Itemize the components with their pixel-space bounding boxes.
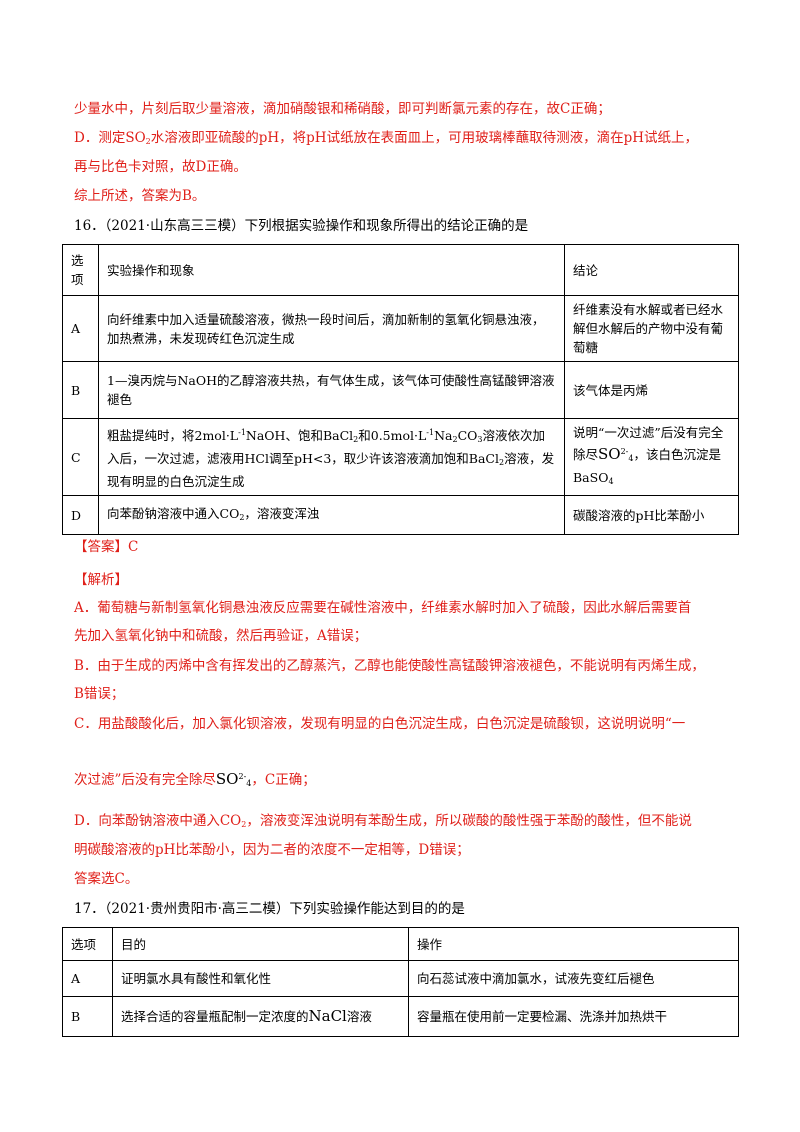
header-cell: 选项 bbox=[62, 244, 99, 296]
option-cell: C bbox=[62, 418, 99, 496]
table-row: B 选择合适的容量瓶配制一定浓度的NaCl溶液 容量瓶在使用前一定要检漏、洗涤并… bbox=[62, 996, 739, 1037]
text-line: A．葡萄糖与新制氢氧化铜悬浊液反应需要在碱性溶液中，纤维素水解时加入了硫酸，因此… bbox=[74, 600, 692, 616]
header-cell: 结论 bbox=[564, 244, 739, 296]
operation-cell: 粗盐提纯时，将2mol·L-1NaOH、饱和BaCl2和0.5mol·L-1Na… bbox=[98, 418, 565, 496]
text-line: D．向苯酚钠溶液中通入CO2，溶液变浑浊说明有苯酚生成，所以碳酸的酸性强于苯酚的… bbox=[74, 813, 692, 829]
text-line: 先加入氢氧化钠中和硫酸，然后再验证，A错误； bbox=[74, 628, 368, 644]
conclusion-cell: 说明“一次过滤”后没有完全除尽SO2-4，该白色沉淀是BaSO4 bbox=[564, 418, 739, 496]
table-row: C 粗盐提纯时，将2mol·L-1NaOH、饱和BaCl2和0.5mol·L-1… bbox=[62, 418, 739, 496]
header-cell: 操作 bbox=[408, 927, 739, 961]
text-line: 次过滤”后没有完全除尽SO2-4，C正确； bbox=[74, 770, 316, 788]
text-line: 答案选C。 bbox=[74, 871, 139, 887]
sulfate-formula: SO2-4 bbox=[215, 770, 252, 788]
operation-cell: 向石蕊试液中滴加氯水，试液先变红后褪色 bbox=[408, 960, 739, 997]
header-cell: 实验操作和现象 bbox=[98, 244, 565, 296]
question-title: 17．（2021·贵州贵阳市·高三二模）下列实验操作能达到目的的是 bbox=[74, 901, 465, 917]
goal-cell: 选择合适的容量瓶配制一定浓度的NaCl溶液 bbox=[112, 996, 409, 1037]
header-cell: 选项 bbox=[62, 927, 113, 961]
sulfate-formula: SO2-4 bbox=[598, 445, 634, 463]
question-title: 16．（2021·山东高三三模）下列根据实验操作和现象所得出的结论正确的是 bbox=[74, 218, 529, 234]
conclusion-cell: 碳酸溶液的pH比苯酚小 bbox=[564, 495, 739, 535]
text-line: D．测定SO2水溶液即亚硫酸的pH，将pH试纸放在表面皿上，可用玻璃棒蘸取待测液… bbox=[74, 130, 698, 146]
goal-cell: 证明氯水具有酸性和氧化性 bbox=[112, 960, 409, 997]
answer-label: 【答案】C bbox=[74, 539, 139, 555]
text-line: 明碳酸溶液的pH比苯酚小，因为二者的浓度不一定相等，D错误； bbox=[74, 842, 470, 858]
operation-cell: 容量瓶在使用前一定要检漏、洗涤并加热烘干 bbox=[408, 996, 739, 1037]
table-header-row: 选项 实验操作和现象 结论 bbox=[62, 244, 739, 296]
q16-table: 选项 实验操作和现象 结论 A 向纤维素中加入适量硫酸溶液，微热一段时间后，滴加… bbox=[62, 244, 739, 535]
option-cell: A bbox=[62, 295, 99, 362]
option-cell: D bbox=[62, 495, 99, 535]
text-line: 综上所述，答案为B。 bbox=[74, 188, 206, 204]
operation-cell: 向苯酚钠溶液中通入CO2，溶液变浑浊 bbox=[98, 495, 565, 535]
q17-table: 选项 目的 操作 A 证明氯水具有酸性和氧化性 向石蕊试液中滴加氯水，试液先变红… bbox=[62, 927, 739, 1037]
table-row: A 向纤维素中加入适量硫酸溶液，微热一段时间后，滴加新制的氢氧化铜悬浊液，加热煮… bbox=[62, 295, 739, 362]
option-cell: A bbox=[62, 960, 113, 997]
text-line: B错误； bbox=[74, 686, 125, 702]
analysis-label: 【解析】 bbox=[74, 572, 128, 588]
option-cell: B bbox=[62, 996, 113, 1037]
text-line: 再与比色卡对照，故D正确。 bbox=[74, 159, 247, 175]
text-line: 少量水中，片刻后取少量溶液，滴加硝酸银和稀硝酸，即可判断氯元素的存在，故C正确； bbox=[74, 101, 611, 117]
operation-cell: 向纤维素中加入适量硫酸溶液，微热一段时间后，滴加新制的氢氧化铜悬浊液，加热煮沸，… bbox=[98, 295, 565, 362]
operation-cell: 1—溴丙烷与NaOH的乙醇溶液共热，有气体生成，该气体可使酸性高锰酸钾溶液褪色 bbox=[98, 361, 565, 419]
header-cell: 目的 bbox=[112, 927, 409, 961]
conclusion-cell: 该气体是丙烯 bbox=[564, 361, 739, 419]
table-row: D 向苯酚钠溶液中通入CO2，溶液变浑浊 碳酸溶液的pH比苯酚小 bbox=[62, 495, 739, 535]
text-line: B．由于生成的丙烯中含有挥发出的乙醇蒸汽，乙醇也能使酸性高锰酸钾溶液褪色，不能说… bbox=[74, 658, 705, 674]
option-cell: B bbox=[62, 361, 99, 419]
table-row: A 证明氯水具有酸性和氧化性 向石蕊试液中滴加氯水，试液先变红后褪色 bbox=[62, 960, 739, 997]
text-line: C．用盐酸酸化后，加入氯化钡溶液，发现有明显的白色沉淀生成，白色沉淀是硫酸钡，这… bbox=[74, 716, 686, 732]
table-header-row: 选项 目的 操作 bbox=[62, 927, 739, 961]
conclusion-cell: 纤维素没有水解或者已经水解但水解后的产物中没有葡萄糖 bbox=[564, 295, 739, 362]
table-row: B 1—溴丙烷与NaOH的乙醇溶液共热，有气体生成，该气体可使酸性高锰酸钾溶液褪… bbox=[62, 361, 739, 419]
